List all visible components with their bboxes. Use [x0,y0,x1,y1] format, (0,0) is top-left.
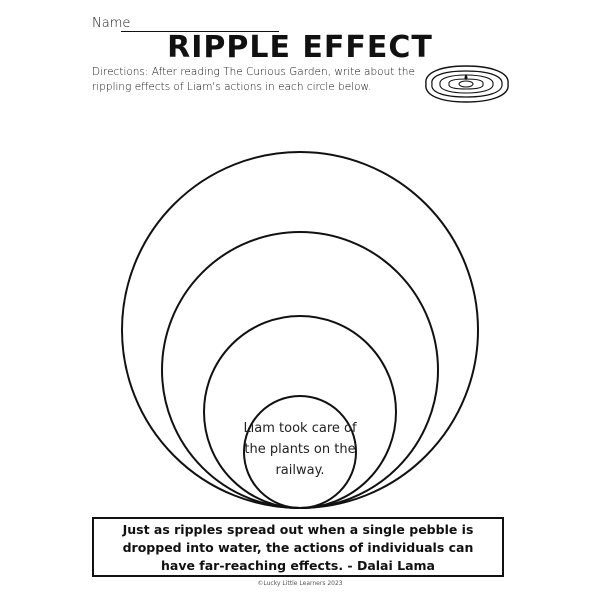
water-ripple-icon [425,65,509,103]
quote-line-2: dropped into water, the actions of indiv… [122,540,474,555]
directions-text: Directions: After reading The Curious Ga… [92,66,415,93]
name-field-line[interactable] [121,31,279,32]
copyright-text: ©Lucky Little Learners 2023 [257,580,343,587]
page-title: RIPPLE EFFECT [167,30,433,65]
quote-box: Just as ripples spread out when a single… [92,517,504,577]
quote-line-1: Just as ripples spread out when a single… [122,522,474,537]
center-circle-text: Liam took care of the plants on the rail… [243,421,357,478]
quote-line-3: have far-reaching effects. - Dalai Lama [161,558,435,573]
ripple-circle-center [243,395,357,509]
name-label: Name [92,16,131,31]
